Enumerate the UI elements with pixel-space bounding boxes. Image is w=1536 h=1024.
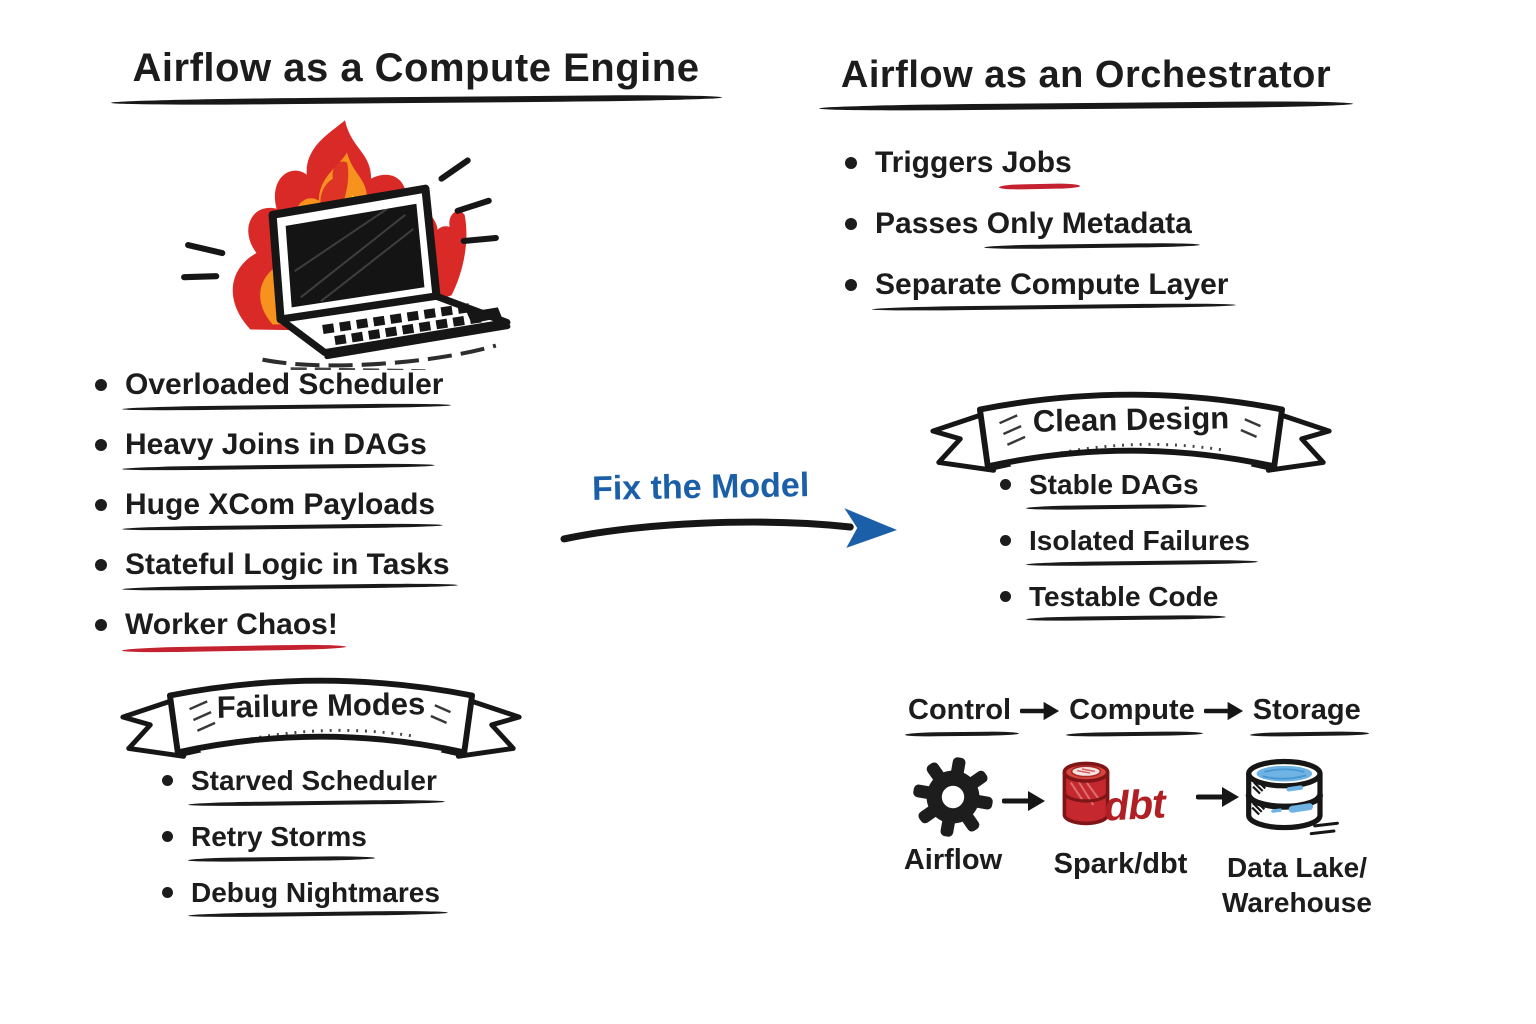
flow-step-storage: Storage <box>1252 694 1361 726</box>
failure-modes-list: Starved Scheduler Retry Storms Debug Nig… <box>162 765 440 933</box>
list-item: Stateful Logic in Tasks <box>95 548 450 581</box>
bullet-dot <box>95 499 107 511</box>
bullet-dot <box>845 279 857 291</box>
burning-laptop-illustration <box>172 118 524 373</box>
bullet-dot <box>95 559 107 571</box>
bullet-dot <box>1000 590 1011 602</box>
clean-design-list: Stable DAGs Isolated Failures Testable C… <box>1000 469 1250 637</box>
list-item: Triggers Jobs <box>845 146 1228 179</box>
gear-icon <box>913 757 993 837</box>
list-item: Testable Code <box>1000 581 1250 613</box>
arrow-right-icon <box>1196 787 1239 807</box>
list-item: Passes Only Metadata <box>845 207 1228 240</box>
dbt-label: dbt <box>1102 780 1166 830</box>
list-item: Worker Chaos! <box>95 608 450 641</box>
ribbon-icon <box>930 391 1332 473</box>
bullet-dot <box>162 775 173 786</box>
orchestrator-feature-list: Triggers Jobs Passes Only Metadata Separ… <box>845 146 1228 329</box>
arrow-right-icon <box>1002 791 1045 811</box>
list-item: Separate Compute Layer <box>845 268 1228 301</box>
bullet-dot <box>95 439 107 451</box>
list-item: Retry Storms <box>162 821 440 853</box>
bullet-dot <box>845 218 857 230</box>
left-title: Airflow as a Compute Engine <box>132 46 700 90</box>
fix-model-arrow <box>560 497 898 555</box>
airflow-node <box>913 756 993 838</box>
flow-step-control: Control <box>908 694 1012 726</box>
right-title: Airflow as an Orchestrator <box>840 54 1332 96</box>
list-item: Starved Scheduler <box>162 765 440 797</box>
bullet-dot <box>162 830 173 842</box>
arrow-right-icon <box>1020 701 1060 720</box>
list-item: Heavy Joins in DAGs <box>95 428 450 461</box>
list-item: Overloaded Scheduler <box>95 368 450 401</box>
bullet-dot <box>1000 479 1011 490</box>
ribbon-icon <box>120 677 522 759</box>
bullet-dot <box>162 886 173 898</box>
arrow-right-icon <box>1203 701 1243 720</box>
burning-laptop-icon <box>181 120 511 373</box>
bullet-dot <box>95 379 107 391</box>
spark-dbt-node: dbt <box>1058 760 1193 848</box>
clean-design-banner: Clean Design <box>925 378 1337 488</box>
list-item: Isolated Failures <box>1000 525 1250 557</box>
bullet-dot <box>1000 534 1011 546</box>
list-item: Debug Nightmares <box>162 877 440 909</box>
bullet-dot <box>95 619 107 631</box>
bullet-dot <box>845 157 857 169</box>
list-item: Huge XCom Payloads <box>95 488 450 521</box>
curved-arrow-icon <box>560 508 898 548</box>
node-label-spark-dbt: Spark/dbt <box>1053 848 1188 880</box>
flow-steps-row: Control Compute Storage <box>908 694 1361 727</box>
compute-engine-problem-list: Overloaded Scheduler Heavy Joins in DAGs… <box>95 368 450 668</box>
banner-label: Clean Design <box>1032 400 1230 439</box>
spark-dbt-database-icon <box>1062 761 1110 826</box>
banner-label: Failure Modes <box>216 686 426 725</box>
flow-step-compute: Compute <box>1069 694 1195 726</box>
list-item: Stable DAGs <box>1000 469 1250 501</box>
node-label-airflow: Airflow <box>903 844 1003 876</box>
failure-modes-banner: Failure Modes <box>115 664 527 774</box>
database-cylinder-icon <box>1245 758 1339 836</box>
node-label-data-lake: Data Lake/ Warehouse <box>1222 852 1372 918</box>
storage-node <box>1240 754 1340 842</box>
